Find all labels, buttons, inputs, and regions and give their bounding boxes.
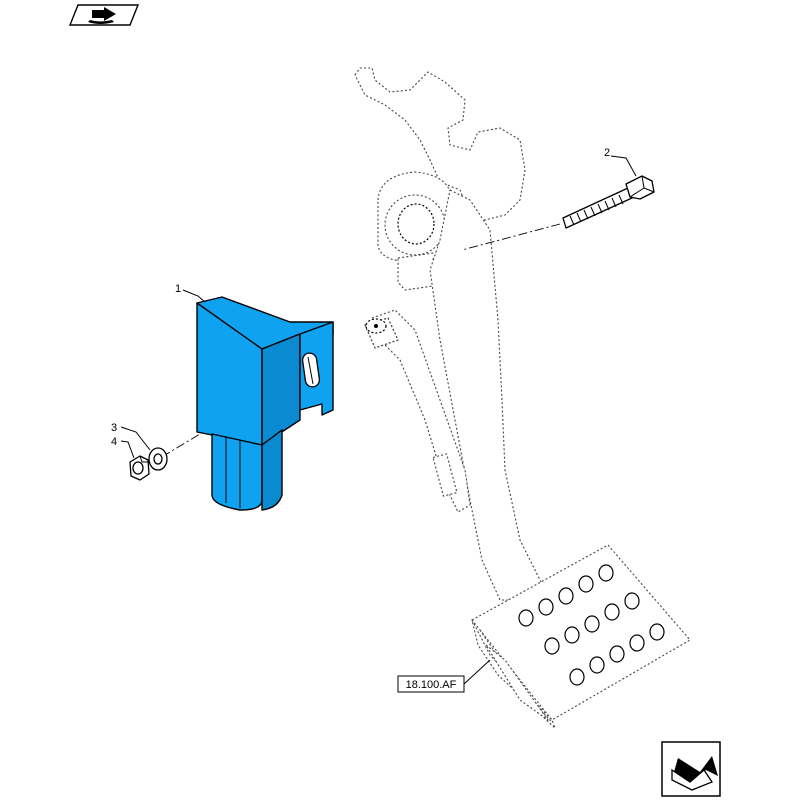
reference-label[interactable]: 18.100.AF: [397, 675, 465, 693]
bolt[interactable]: [562, 175, 655, 229]
nut[interactable]: [129, 455, 150, 481]
callout-leader-2: [610, 155, 637, 177]
sensor-axis-line: [164, 355, 331, 456]
callout-leader-1: [182, 289, 206, 303]
reference-leader: [463, 659, 491, 685]
next-page-arrow-icon[interactable]: [661, 741, 721, 797]
callout-4[interactable]: 4: [111, 436, 117, 448]
reference-label-text: 18.100.AF: [406, 679, 457, 691]
pedal-holes: [518, 564, 665, 686]
callout-leader-4: [120, 440, 135, 459]
washer[interactable]: [148, 447, 168, 471]
callout-2[interactable]: 2: [604, 147, 610, 159]
callout-leader-3: [120, 426, 151, 451]
pedal-position-sensor[interactable]: [196, 296, 334, 511]
callout-1[interactable]: 1: [175, 283, 181, 295]
callout-3[interactable]: 3: [111, 422, 117, 434]
book-arrow-icon[interactable]: [68, 4, 140, 26]
pedal-assembly-outline: [354, 67, 691, 729]
